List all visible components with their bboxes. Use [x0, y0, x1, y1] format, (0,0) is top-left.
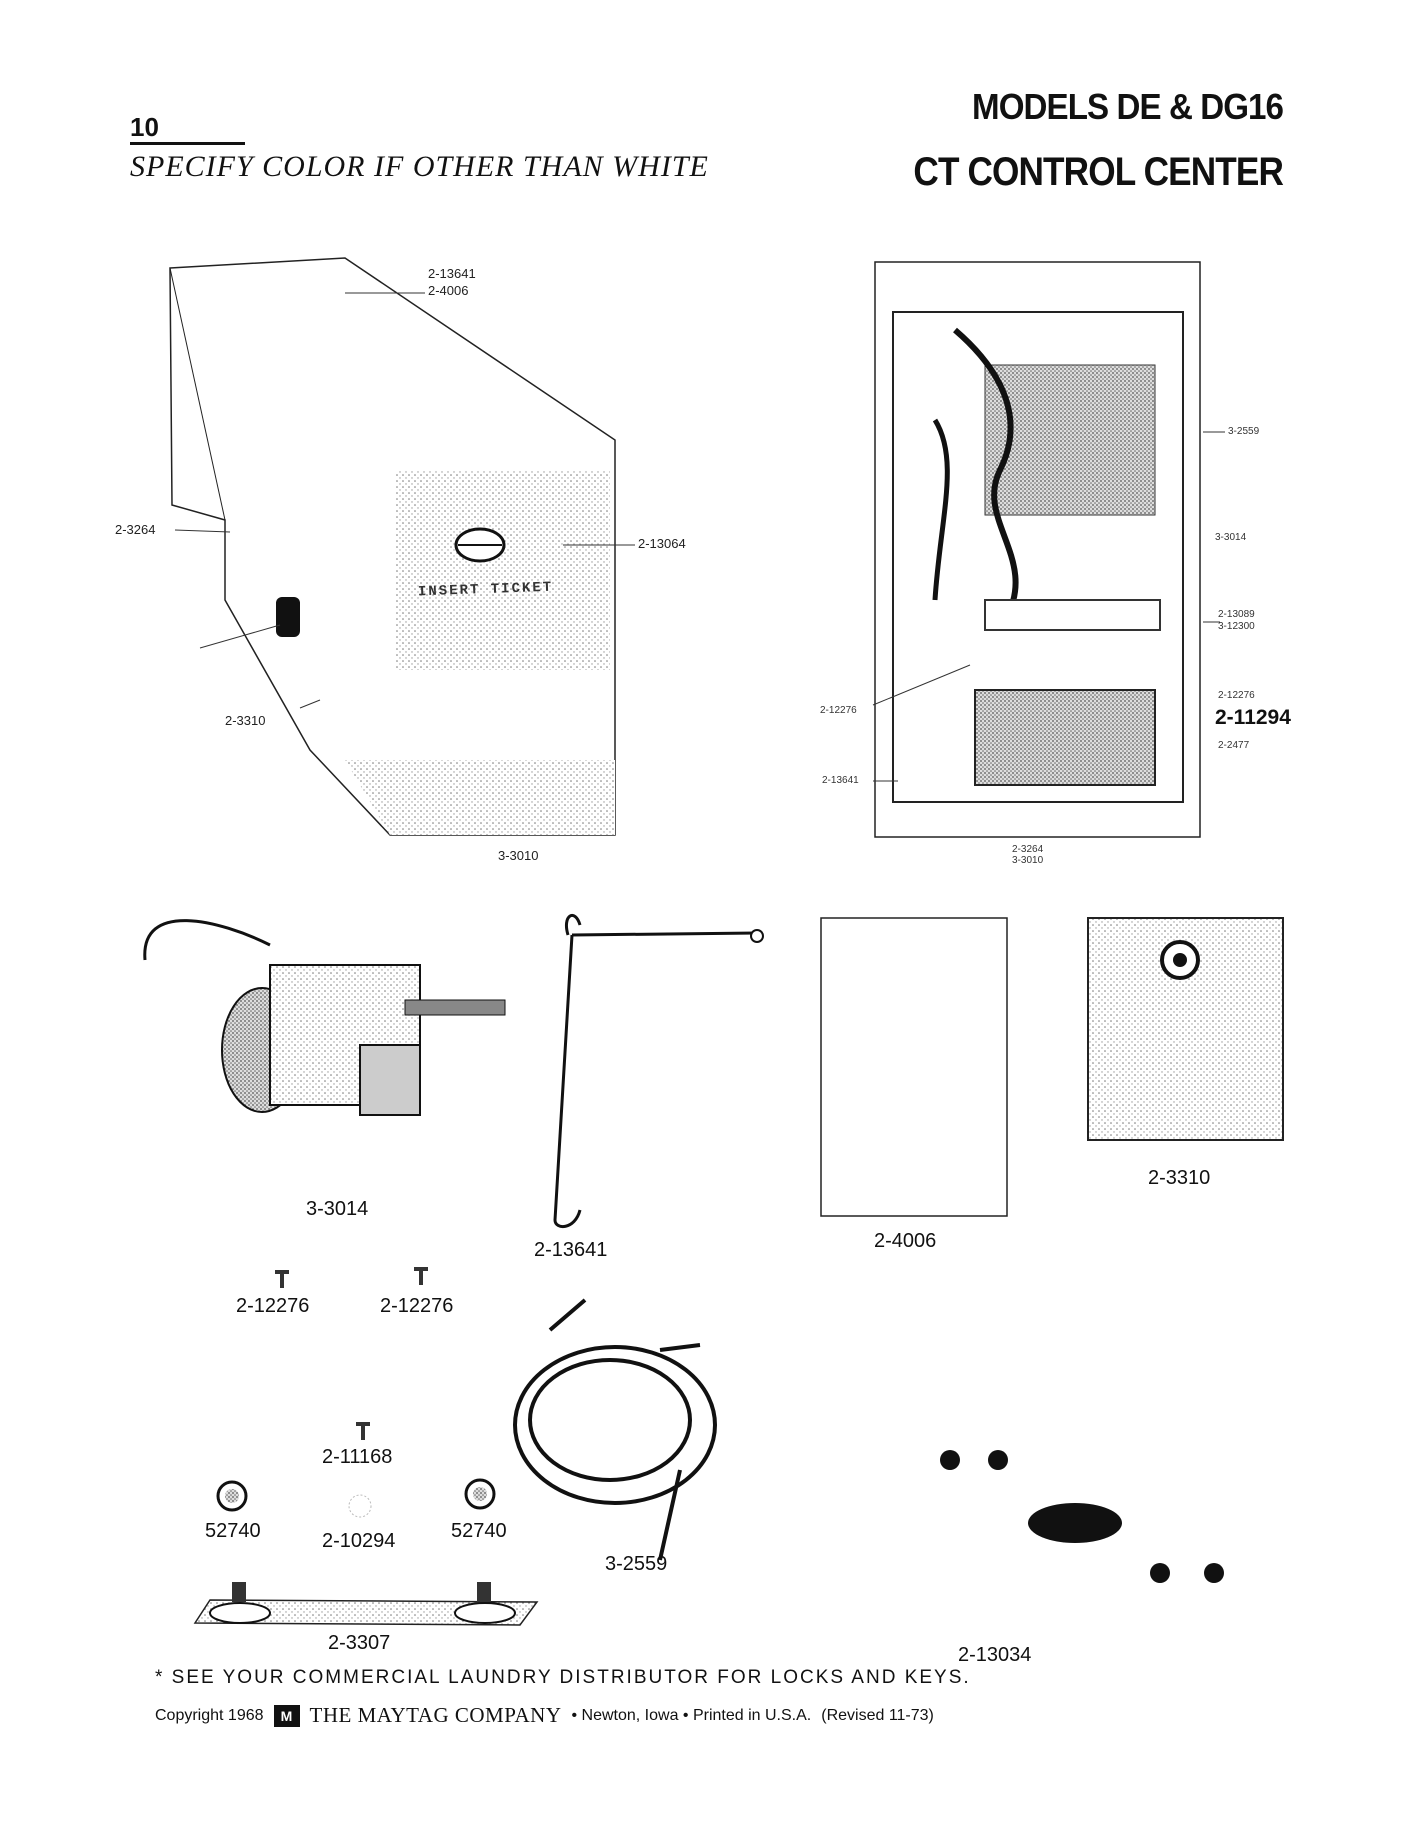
label-2-10294: 2-10294 — [322, 1530, 396, 1552]
label-2-13641: 2-13641 — [428, 266, 476, 281]
label-2-3307: 2-3307 — [328, 1632, 391, 1654]
label-2-13089: 2-13089 — [1218, 609, 1255, 620]
timer-illustration — [143, 919, 506, 1116]
label-2-12276-screw-a: 2-12276 — [236, 1295, 310, 1317]
label-2-4006: 2-4006 — [428, 283, 469, 298]
label-3-3014: 3-3014 — [1215, 532, 1247, 543]
label-2-13034: 2-13034 — [958, 1644, 1032, 1666]
label-3-3014-timer: 3-3014 — [306, 1198, 369, 1220]
label-2-13641-rod: 2-13641 — [534, 1239, 608, 1261]
label-2-3310-cover: 2-3310 — [1148, 1167, 1211, 1189]
label-2-12276-right: 2-12276 — [1218, 690, 1255, 701]
figure-interior — [872, 261, 1225, 838]
copyright-year: Copyright 1968 — [155, 1706, 264, 1724]
label-2-13064: 2-13064 — [638, 536, 686, 551]
maytag-logo-icon: M — [273, 1704, 300, 1727]
specify-color-note: SPECIFY COLOR IF OTHER THAN WHITE — [130, 150, 709, 183]
harness-illustration — [513, 1298, 717, 1561]
label-52740-left: 52740 — [205, 1520, 261, 1542]
label-2-11294: 2-11294 — [1215, 706, 1291, 729]
label-2-13641-interior: 2-13641 — [822, 775, 859, 786]
label-2-12276-screw-b: 2-12276 — [380, 1295, 454, 1317]
label-2-12276-left: 2-12276 — [820, 705, 857, 716]
label-3-12300: 3-12300 — [1218, 621, 1255, 632]
screw-icons — [275, 1267, 428, 1440]
label-2-3310: 2-3310 — [225, 713, 266, 728]
decal-illustration — [940, 1450, 1224, 1583]
page-number: 10 — [130, 112, 159, 142]
label-3-2559-harness: 3-2559 — [605, 1553, 668, 1575]
section-title: CT CONTROL CENTER — [913, 150, 1284, 194]
copyright-line: Copyright 1968 M THE MAYTAG COMPANY • Ne… — [155, 1703, 934, 1728]
label-52740-right: 52740 — [451, 1520, 507, 1542]
label-2-3264: 2-3264 — [115, 522, 156, 537]
cover-illustration — [1087, 917, 1284, 1141]
rod-illustration — [553, 913, 764, 1229]
label-2-4006-panel: 2-4006 — [874, 1230, 937, 1252]
label-3-3010-interior: 3-3010 — [1012, 855, 1044, 866]
panel-illustration — [820, 917, 1008, 1217]
figure-cabinet — [169, 257, 635, 836]
locks-keys-note: * SEE YOUR COMMERCIAL LAUNDRY DISTRIBUTO… — [155, 1667, 971, 1688]
label-2-11168: 2-11168 — [322, 1446, 393, 1468]
page-number-rule — [130, 142, 245, 145]
label-2-2477: 2-2477 — [1218, 740, 1250, 751]
label-3-2559: 3-2559 — [1228, 426, 1260, 437]
label-2-3264-interior: 2-3264 — [1012, 844, 1044, 855]
bracket-illustration — [193, 1582, 539, 1626]
nut-icons — [216, 1478, 496, 1518]
models-title: MODELS DE & DG16 — [971, 86, 1284, 127]
location-text: • Newton, Iowa • Printed in U.S.A. — [571, 1706, 812, 1724]
revised-text: (Revised 11-73) — [821, 1706, 934, 1724]
label-3-3010: 3-3010 — [498, 848, 539, 863]
company-name: THE MAYTAG COMPANY — [309, 1703, 562, 1727]
